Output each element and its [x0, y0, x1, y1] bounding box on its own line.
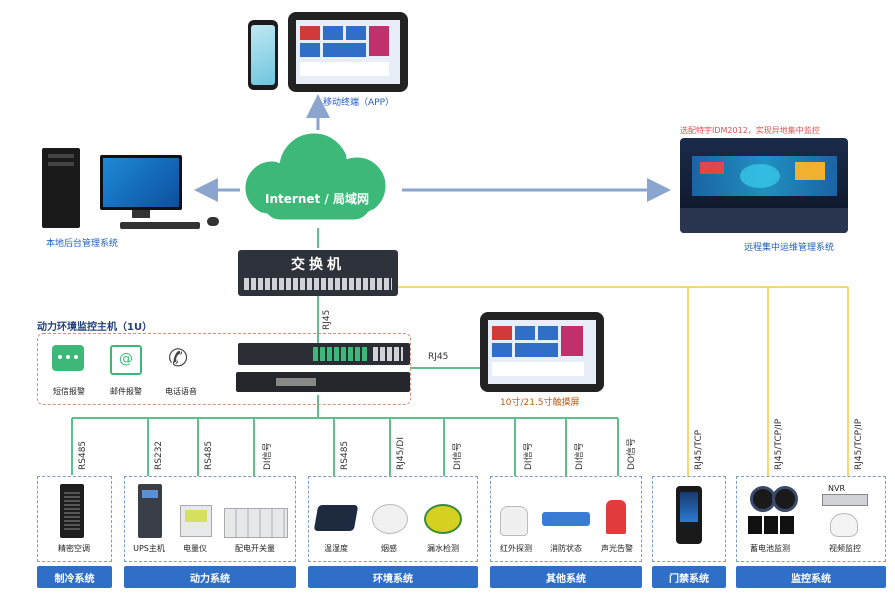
- dome-camera-icon: [830, 513, 858, 537]
- device-th-label: 温湿度: [324, 544, 348, 553]
- email-label: 邮件报警: [110, 387, 142, 396]
- device-alarm-label: 声光告警: [601, 544, 633, 553]
- device-ups-label: UPS主机: [133, 544, 165, 553]
- system-env: 环境系统: [308, 566, 478, 588]
- smoke-detector-icon: [372, 504, 408, 534]
- cloud-icon: [242, 130, 389, 223]
- mobile-label: 移动终端（APP）: [323, 98, 395, 108]
- leak-detector-icon: [424, 504, 462, 534]
- system-access: 门禁系统: [652, 566, 726, 588]
- pc-tower: [42, 148, 80, 228]
- monitoring-host-unit: [236, 372, 410, 392]
- email-icon: @: [110, 345, 142, 375]
- mobile-phone: [248, 20, 278, 90]
- temp-humidity-icon: [313, 505, 359, 531]
- camera-icon-2: [772, 486, 798, 512]
- pc-monitor: [100, 155, 182, 210]
- monitoring-host-device: [238, 343, 410, 365]
- touch-label: 10寸/21.5寸触摸屏: [500, 398, 580, 408]
- battery-icon: [748, 516, 794, 534]
- system-cooling: 制冷系统: [37, 566, 112, 588]
- fire-status-icon: [542, 512, 590, 526]
- mouse-icon: [207, 217, 219, 226]
- sms-icon: [52, 345, 84, 371]
- mobile-tablet: [288, 12, 408, 92]
- touch-screen: [480, 312, 604, 392]
- rj45-switch-label: RJ45: [322, 309, 332, 330]
- protocol-di-4: DI信号: [575, 442, 585, 470]
- protocol-di-2: DI信号: [453, 442, 463, 470]
- network-switch: 交换机: [238, 250, 398, 296]
- strobe-alarm-icon: [606, 500, 626, 534]
- device-video-label: 视频监控: [829, 544, 861, 553]
- ups-icon: [138, 484, 162, 538]
- system-monitor: 监控系统: [736, 566, 886, 588]
- device-fire-label: 消防状态: [550, 544, 582, 553]
- protocol-rj45-tcp: RJ45/TCP: [694, 429, 704, 470]
- cloud-label: Internet / 局域网: [265, 192, 369, 206]
- protocol-rs485-2: RS485: [204, 440, 214, 470]
- protocol-rs232: RS232: [154, 440, 164, 470]
- infrared-detector-icon: [500, 506, 528, 536]
- host-panel: [37, 333, 411, 405]
- switchgear-icon: [224, 508, 288, 538]
- local-admin-label: 本地后台管理系统: [46, 239, 119, 249]
- nvr-label: NVR: [828, 484, 846, 493]
- device-leak-label: 漏水检测: [427, 544, 459, 553]
- keyboard-icon: [120, 222, 200, 229]
- power-meter-icon: [180, 505, 212, 537]
- phone-label: 电话语音: [165, 387, 197, 396]
- device-battery-label: 蓄电池监测: [750, 544, 790, 553]
- device-ir-label: 红外探测: [500, 544, 532, 553]
- remote-caption: 选配特宇IDM2012，实现异地集中监控: [680, 126, 820, 135]
- protocol-rj45-tcpip-2: RJ45/TCP/IP: [854, 418, 864, 470]
- device-meter-label: 电量仪: [183, 544, 207, 553]
- phone-icon: ✆: [168, 344, 189, 372]
- remote-label: 远程集中运维管理系统: [744, 243, 835, 253]
- switch-label: 交换机: [291, 257, 345, 273]
- protocol-do-1: DO信号: [627, 437, 637, 470]
- precision-ac-icon: [60, 484, 84, 538]
- protocol-rs485-3: RS485: [340, 440, 350, 470]
- protocol-rj45-tcpip-1: RJ45/TCP/IP: [774, 418, 784, 470]
- system-other: 其他系统: [490, 566, 642, 588]
- nvr-icon: [822, 494, 868, 506]
- rj45-touch-label: RJ45: [428, 352, 449, 362]
- protocol-di-3: DI信号: [524, 442, 534, 470]
- protocol-rj45-di: RJ45/DI: [396, 437, 406, 470]
- host-title: 动力环境监控主机（1U）: [37, 322, 153, 333]
- device-smoke-label: 烟感: [381, 544, 397, 553]
- protocol-rs485-1: RS485: [78, 440, 88, 470]
- remote-control-room-image: [680, 138, 848, 233]
- system-power: 动力系统: [124, 566, 296, 588]
- device-ac-label: 精密空调: [58, 544, 90, 553]
- sms-label: 短信报警: [53, 387, 85, 396]
- access-terminal-icon: [676, 486, 702, 544]
- device-switchgear-label: 配电开关量: [235, 544, 275, 553]
- protocol-di-1: DI信号: [263, 442, 273, 470]
